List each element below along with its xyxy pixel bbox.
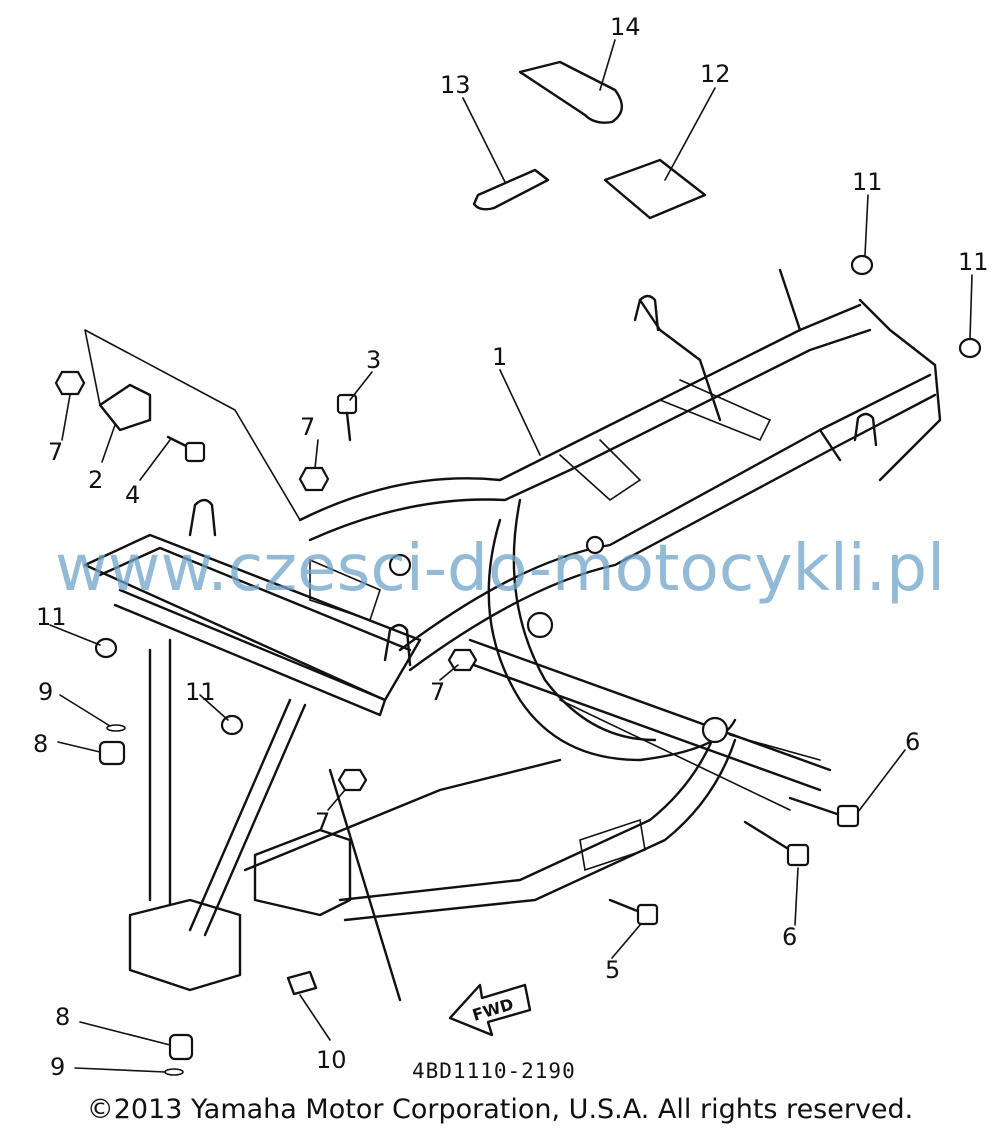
callout-3: 3 (366, 346, 381, 374)
part-8-damper-b (168, 1033, 194, 1061)
callout-8a: 8 (33, 730, 48, 758)
callout-11c: 11 (852, 168, 883, 196)
part-7-nut-c (447, 648, 478, 672)
callouts: 1 2 3 4 5 6 6 7 7 7 7 8 8 9 9 10 11 11 1… (33, 13, 989, 1083)
fwd-arrow: FWD (448, 983, 532, 1037)
part-6-bolt-a (788, 796, 860, 828)
callout-4: 4 (125, 481, 140, 509)
part-11-cap-d (958, 337, 982, 359)
part-11-cap-b (220, 714, 244, 736)
frame-body (83, 268, 942, 1002)
callout-7d: 7 (315, 808, 330, 836)
part-8-damper-a (98, 740, 126, 766)
callout-7c: 7 (430, 678, 445, 706)
leader-lines (49, 39, 973, 1073)
part-9-ring-b (164, 1068, 184, 1076)
part-5-bolt (608, 898, 659, 926)
callout-6b: 6 (782, 923, 797, 951)
part-7-nut-b (298, 466, 330, 492)
part-11-cap-c (850, 254, 874, 276)
watermark: www.czesci-do-motocykli.pl (55, 532, 945, 606)
part-3-bolt (336, 393, 358, 442)
part-14-plate (518, 60, 623, 124)
part-4-bolt (166, 435, 206, 463)
part-12-bracket (603, 158, 707, 220)
callout-2: 2 (88, 466, 103, 494)
part-11-cap-a (94, 637, 118, 659)
part-10-switch (286, 970, 318, 996)
part-7-nut-d (337, 768, 368, 792)
callout-9b: 9 (50, 1053, 65, 1081)
part-13-clip (472, 168, 550, 211)
callout-1: 1 (492, 343, 507, 371)
callout-6a: 6 (905, 728, 920, 756)
callout-9a: 9 (38, 678, 53, 706)
part-9-ring-a (106, 724, 126, 732)
callout-8b: 8 (55, 1003, 70, 1031)
part-7-nut-a (54, 370, 86, 396)
callout-10: 10 (316, 1046, 347, 1074)
callout-7b: 7 (300, 413, 315, 441)
copyright-notice: ©2013 Yamaha Motor Corporation, U.S.A. A… (86, 1094, 914, 1125)
callout-13: 13 (440, 71, 471, 99)
part-2-plate (98, 383, 152, 432)
callout-11b: 11 (185, 678, 216, 706)
callout-11a: 11 (36, 603, 67, 631)
loose-parts: FWD (54, 60, 982, 1076)
callout-11d: 11 (958, 248, 989, 276)
callout-12: 12 (700, 60, 731, 88)
part-6-bolt-b (743, 820, 810, 867)
part-code: 4BD1110-2190 (412, 1059, 576, 1083)
callout-7a: 7 (48, 438, 63, 466)
callout-14: 14 (610, 13, 641, 41)
callout-5: 5 (605, 956, 620, 984)
